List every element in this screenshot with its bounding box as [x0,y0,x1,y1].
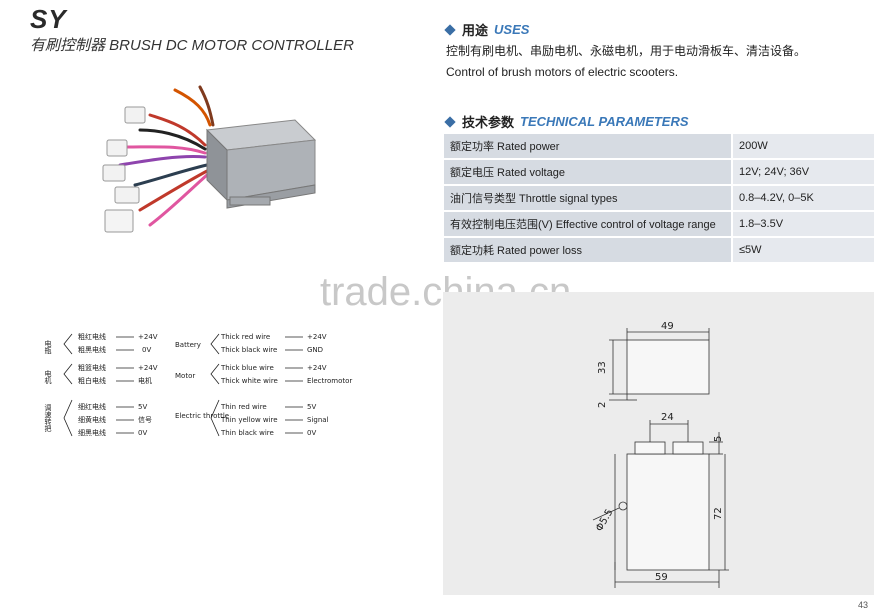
wiring-value: 0V [307,429,316,437]
table-row: 额定功耗 Rated power loss≤5W [444,237,874,264]
wiring-group-label: Motor [175,372,195,380]
wiring-wire: Thick blue wire [220,364,274,372]
param-label: 额定电压 Rated voltage [444,159,733,186]
connector [104,209,134,233]
uses-heading: 用途 USES [444,20,530,39]
param-label: 额定功耗 Rated power loss [444,237,733,264]
dim-top-height: 33 [597,361,608,374]
wiring-group-label: 电机 [44,369,52,385]
wiring-wire: 细黑电线 [78,428,106,437]
wiring-group-label: Electric throttle [175,412,229,420]
wiring-value: +24V [138,364,158,372]
wiring-wire: Thick white wire [220,377,278,385]
wiring-value: +24V [307,333,327,341]
connector [114,186,140,204]
wiring-value: +24V [138,333,158,341]
wiring-group-label: Battery [175,341,201,349]
wiring-wire: Thin yellow wire [220,416,278,424]
connector [106,139,128,157]
wiring-wire: Thick black wire [220,346,277,354]
uses-title-en: USES [494,22,530,37]
wiring-group-label: 调速转把 [44,403,52,433]
uses-text-cn: 控制有刷电机、串励电机、永磁电机，用于电动滑板车、清洁设备。 [446,44,807,58]
wiring-value: GND [307,346,323,354]
wiring-value: Signal [307,416,329,424]
wiring-wire: Thin red wire [220,403,267,411]
connector [102,164,126,182]
wiring-value: 0V [138,429,147,437]
param-value: 1.8–3.5V [732,211,874,238]
wiring-legend-cn: 电瓶 粗红电线 +24V 粗黑电线 0V 电机 粗篮电线 +24V 粗白电线 电… [44,332,158,437]
connector [124,106,146,124]
wiring-wire: 粗红电线 [78,332,106,341]
dim-connector-spacing: 24 [661,412,674,423]
page-number: 43 [858,600,869,610]
wiring-wire: 细红电线 [78,402,106,411]
technical-title-cn: 技术参数 [462,115,515,130]
wiring-legend-en: Battery Thick red wire +24V Thick black … [175,333,352,437]
wiring-value: Electromotor [307,377,352,385]
dim-body-height: 72 [713,507,724,520]
wiring-wire: 粗黑电线 [78,345,106,354]
diamond-bullet-icon [444,23,456,36]
wiring-wire: 细黄电线 [78,415,106,424]
dim-top-offset: 2 [597,402,608,408]
controller-product-photo [102,85,317,233]
technical-title-en: TECHNICAL PARAMETERS [520,114,689,129]
param-label: 有效控制电压范围(V) Effective control of voltage… [444,211,733,238]
param-value: 0.8–4.2V, 0–5K [732,185,874,212]
dim-body-width: 59 [655,572,668,583]
wiring-value: 5V [138,403,147,411]
wiring-wire: Thick red wire [220,333,270,341]
wiring-value: 0V [142,346,151,354]
brand-title: SY [30,4,67,34]
wiring-wire: 粗白电线 [78,376,106,385]
wiring-group-label: 电瓶 [44,339,52,355]
param-label: 油门信号类型 Throttle signal types [444,185,733,212]
dimension-drawing: 49 33 2 24 5 Φ5.5 72 59 [443,292,874,595]
table-row: 有效控制电压范围(V) Effective control of voltage… [444,211,874,238]
wiring-wire: 粗篮电线 [78,363,106,372]
dim-top-width: 49 [661,321,674,332]
wiring-value: 5V [307,403,316,411]
param-value: ≤5W [732,237,874,264]
param-value: 200W [732,134,874,160]
diamond-bullet-icon [444,115,456,128]
wiring-value: +24V [307,364,327,372]
param-value: 12V; 24V; 36V [732,159,874,186]
uses-title-cn: 用途 [462,23,489,38]
technical-heading: 技术参数 TECHNICAL PARAMETERS [444,112,689,131]
dim-connector-height: 5 [713,436,724,442]
param-label: 额定功率 Rated power [444,134,733,160]
wiring-value: 信号 [138,415,152,424]
product-subtitle: 有刷控制器 BRUSH DC MOTOR CONTROLLER [30,37,354,54]
wiring-value: 电机 [138,376,152,385]
uses-text-en: Control of brush motors of electric scoo… [446,65,679,79]
wiring-wire: Thin black wire [220,429,274,437]
